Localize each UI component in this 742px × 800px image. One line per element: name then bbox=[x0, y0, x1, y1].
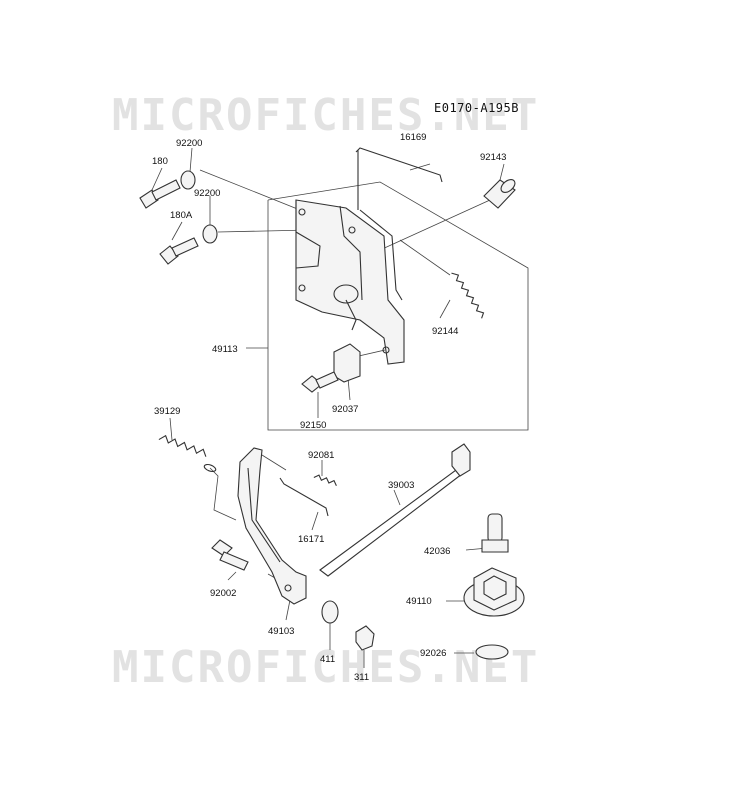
label-39003: 39003 bbox=[388, 480, 414, 491]
label-411: 411 bbox=[320, 654, 335, 665]
bolt-92002 bbox=[211, 539, 249, 571]
label-92026: 92026 bbox=[420, 648, 446, 659]
bolt-92150 bbox=[301, 371, 339, 393]
watermark-top: MICROFICHES.NET bbox=[112, 90, 539, 141]
washer-92200-a bbox=[180, 170, 196, 190]
label-92143: 92143 bbox=[480, 152, 506, 163]
washer-411 bbox=[321, 600, 339, 624]
label-39129: 39129 bbox=[154, 406, 180, 417]
bracket-plate-49113 bbox=[295, 199, 405, 365]
label-49110: 49110 bbox=[406, 596, 432, 607]
label-311: 311 bbox=[354, 672, 369, 683]
clip-92037 bbox=[333, 343, 361, 383]
shaft-39003 bbox=[319, 443, 471, 577]
spring-39129 bbox=[158, 434, 217, 473]
lever-49103 bbox=[237, 447, 307, 605]
label-92200-b: 92200 bbox=[194, 188, 220, 199]
spring-92081 bbox=[313, 474, 337, 486]
nut-311 bbox=[355, 625, 375, 651]
label-92150: 92150 bbox=[300, 420, 326, 431]
label-180A: 180A bbox=[170, 210, 193, 221]
label-49113: 49113 bbox=[212, 344, 238, 355]
rod-16171 bbox=[279, 477, 329, 517]
label-92002: 92002 bbox=[210, 588, 236, 599]
bolt-180 bbox=[139, 179, 181, 209]
washer-92026 bbox=[475, 644, 509, 660]
label-92200-a: 92200 bbox=[176, 138, 202, 149]
pin-42036 bbox=[481, 513, 509, 553]
label-42036: 42036 bbox=[424, 546, 450, 557]
watermark-bottom: MICROFICHES.NET bbox=[112, 642, 539, 693]
label-92037: 92037 bbox=[332, 404, 358, 415]
diagram-code: E0170-A195B bbox=[434, 101, 519, 115]
collar-92143 bbox=[483, 179, 516, 209]
upper-group-outline bbox=[246, 181, 529, 431]
label-49103: 49103 bbox=[268, 626, 294, 637]
label-16171: 16171 bbox=[298, 534, 324, 545]
washer-92200-b bbox=[202, 224, 218, 244]
leader-lines-upper bbox=[151, 147, 505, 418]
spring-92144 bbox=[451, 272, 485, 319]
label-92144: 92144 bbox=[432, 326, 458, 337]
bolt-180A bbox=[159, 237, 199, 265]
rod-16169 bbox=[355, 147, 443, 210]
label-180: 180 bbox=[152, 156, 168, 167]
label-92081: 92081 bbox=[308, 450, 334, 461]
label-16169: 16169 bbox=[400, 132, 426, 143]
gear-49110 bbox=[463, 567, 525, 617]
